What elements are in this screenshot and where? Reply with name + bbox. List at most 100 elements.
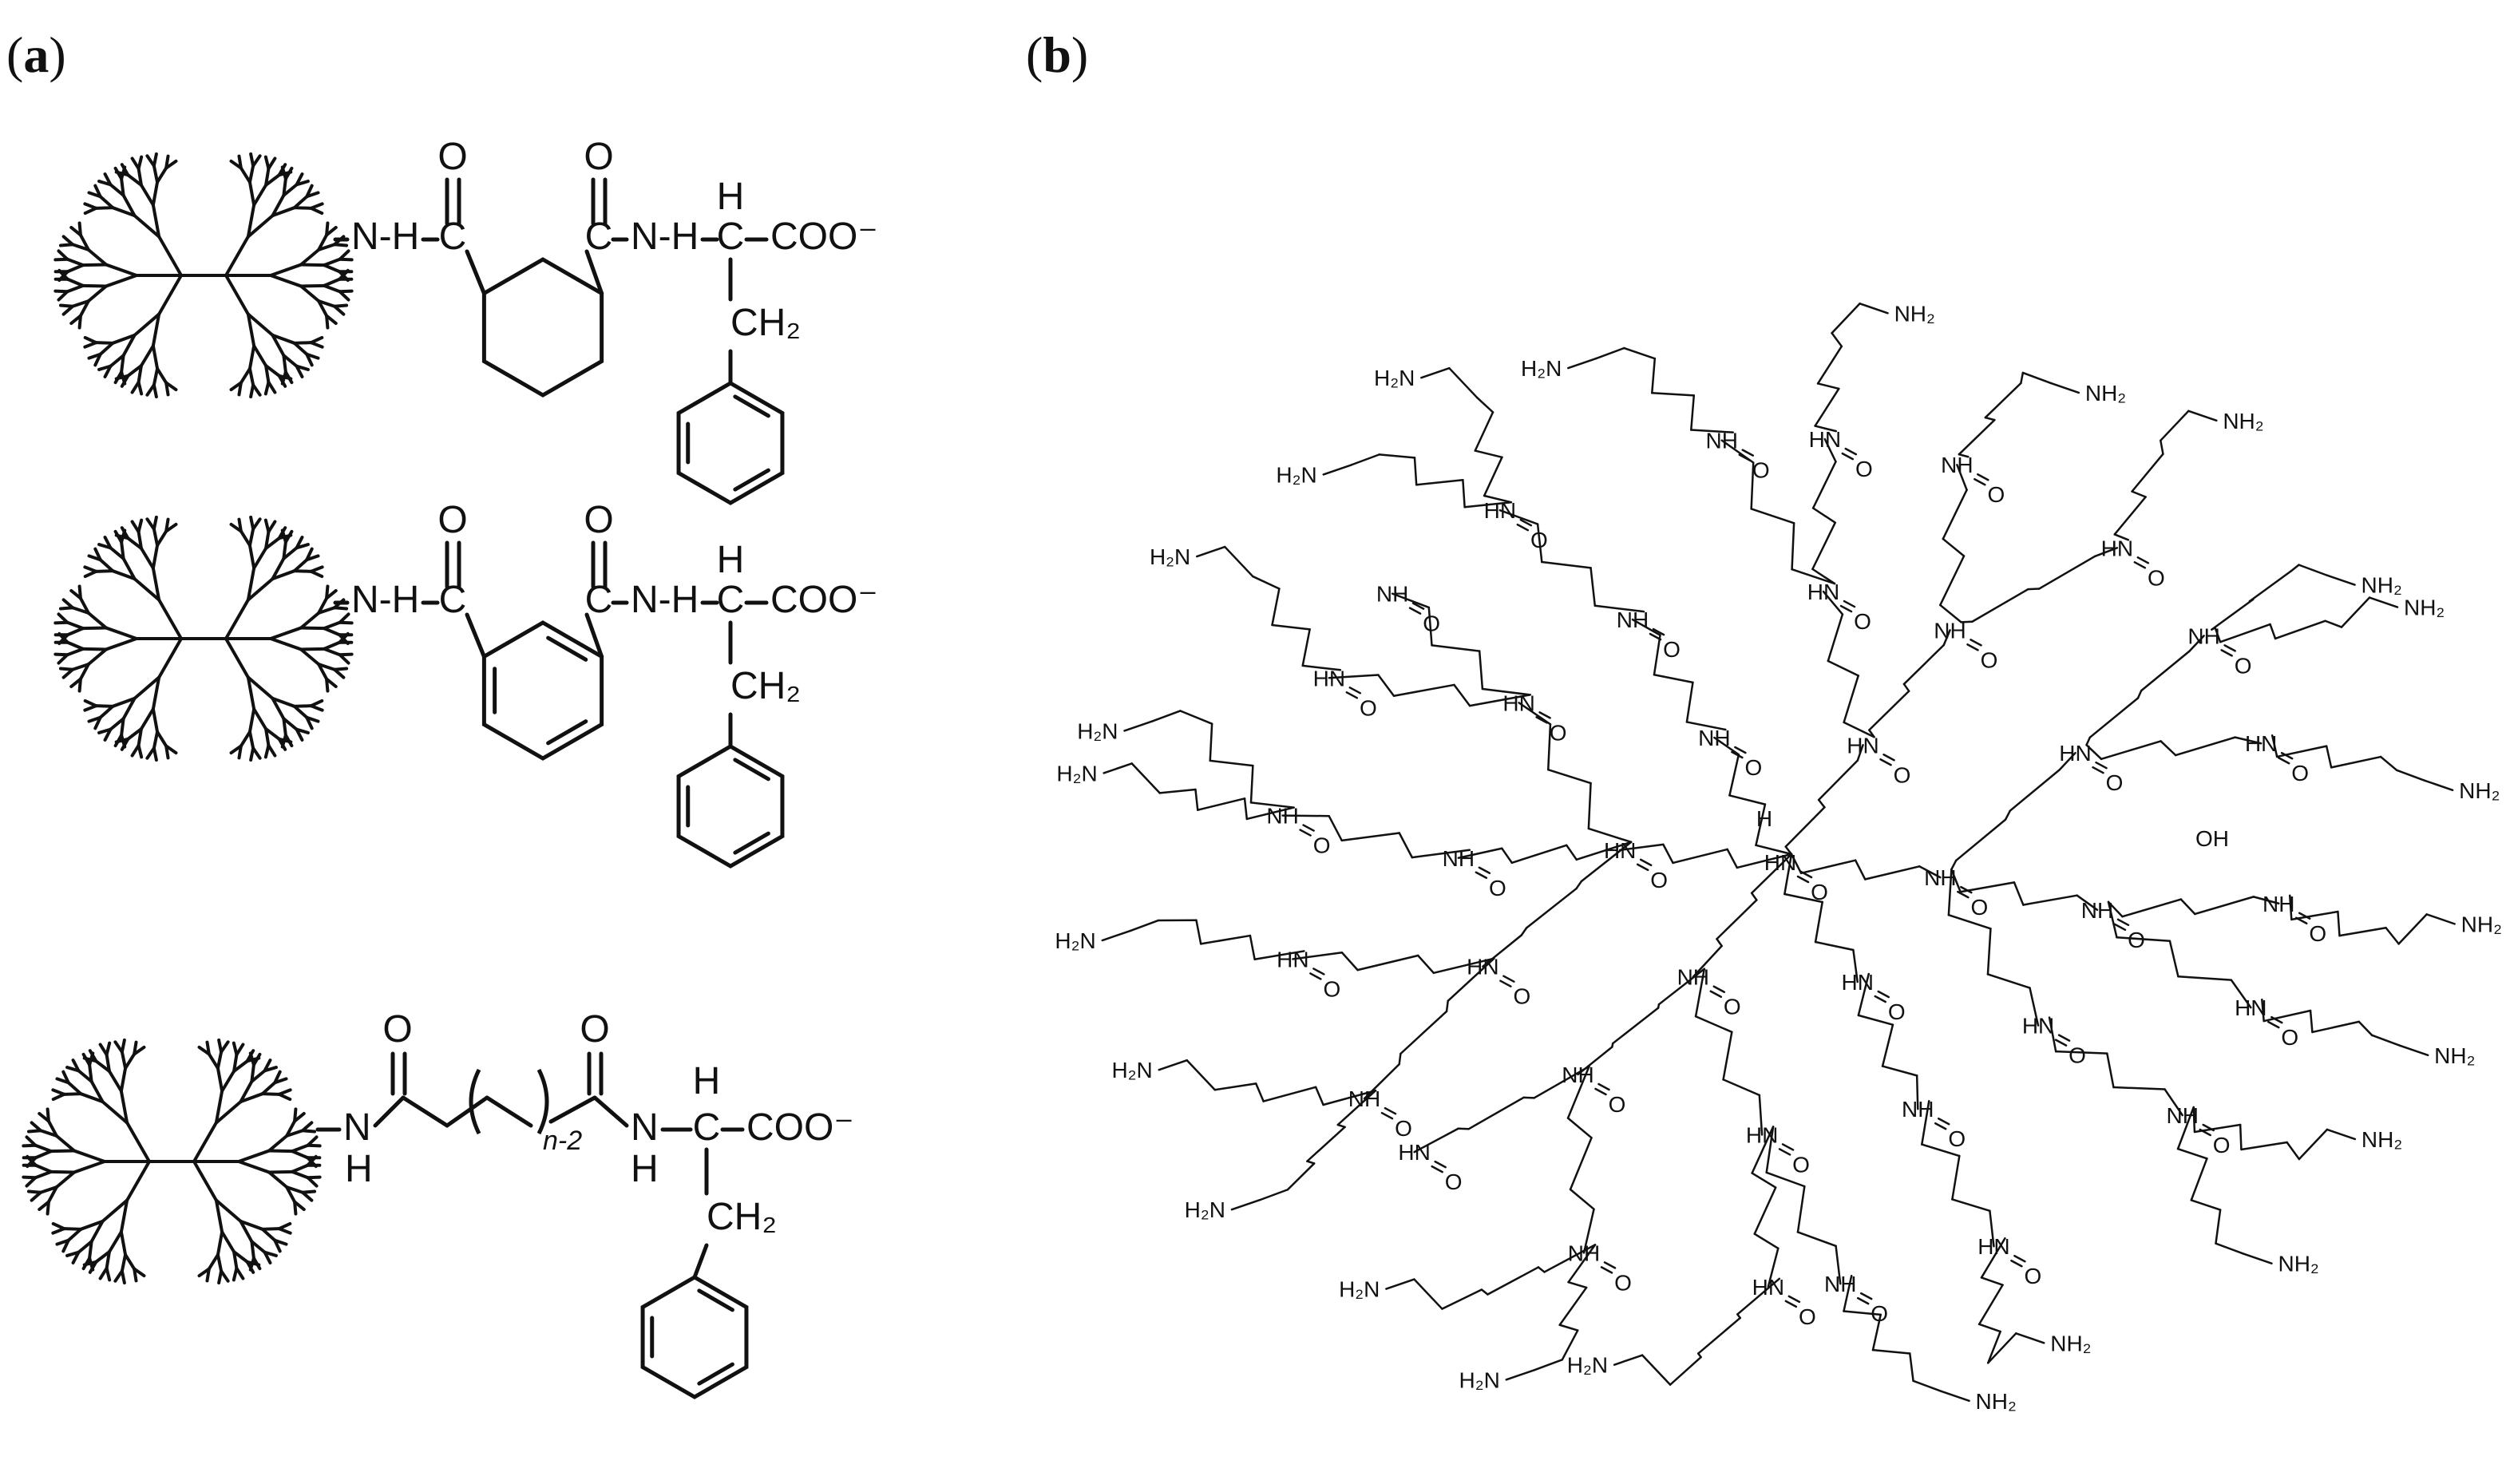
carbonyl-bond — [2199, 1128, 2211, 1137]
side-chain-bond — [1258, 1188, 1289, 1201]
backbone-bond — [1336, 1089, 1377, 1126]
dendron-branch — [65, 620, 85, 631]
backbone-bond — [1831, 332, 1843, 348]
amide-group-label: NH — [1562, 1063, 1593, 1087]
dendron-branch — [81, 283, 108, 288]
carbonyl-oxygen-label: O — [1724, 995, 1741, 1019]
dendron-branch — [325, 588, 338, 600]
dendron-branch — [66, 1227, 83, 1242]
backbone-bond — [1921, 1143, 1961, 1158]
dendron-branch — [79, 1219, 105, 1231]
dendron-branch — [152, 515, 158, 531]
carbonyl-carbon-label: C — [439, 579, 467, 621]
carbonyl-bond — [2057, 1034, 2071, 1042]
dendron-branch — [292, 195, 309, 210]
backbone-bond — [2330, 755, 2382, 769]
backbone-bond — [1902, 683, 1910, 692]
dendron-branch — [109, 546, 125, 560]
dendron-branch — [151, 312, 161, 348]
dendron-branch — [293, 1111, 306, 1123]
carbonyl-oxygen-label: O — [1981, 647, 1998, 672]
dendron-branch — [120, 1038, 126, 1054]
dendron-branch — [104, 274, 138, 288]
backbone-bond — [1871, 1348, 1911, 1355]
dendron-branch — [271, 333, 296, 345]
backbone-bond — [1843, 1310, 1882, 1316]
carbonyl-bond — [1784, 1300, 1798, 1308]
amine-group-label: NH₂ — [2434, 1043, 2475, 1068]
ring-attachment-bond — [584, 612, 604, 659]
dendron-branch — [317, 243, 337, 251]
dendron-branch — [267, 1134, 289, 1153]
carbonyl-bond — [1960, 885, 1973, 894]
backbone-bond — [1947, 868, 1953, 916]
backbone-bond — [1755, 803, 1767, 847]
dendron-branch — [247, 366, 255, 387]
backbone-bond — [1416, 954, 1435, 975]
amide-n-label: N — [631, 1106, 659, 1149]
dendron-branch — [156, 366, 168, 385]
backbone-bond — [2309, 1009, 2314, 1034]
dendron-branch — [323, 620, 342, 631]
backbone-bond — [2131, 490, 2147, 498]
backbone-bond — [1328, 674, 1380, 679]
backbone-bond — [1986, 1330, 2001, 1364]
backbone-bond — [2324, 619, 2343, 628]
carboxylate-label: COO⁻ — [770, 579, 878, 621]
dendron-branch — [249, 383, 255, 399]
carbonyl-oxygen-label: O — [1871, 1301, 1888, 1326]
backbone-bond — [1254, 1082, 1265, 1102]
carbonyl-oxygen-label: O — [584, 136, 613, 178]
dendron-branch — [299, 647, 321, 667]
backbone-bond — [1575, 880, 1583, 890]
backbone-bond — [1814, 940, 1855, 952]
amide-group-label: HN — [1842, 970, 1874, 995]
amide-group-label: HN — [2059, 741, 2091, 766]
dendron-branch — [65, 627, 85, 637]
dendron-branch — [246, 214, 275, 239]
dendron-branch — [88, 1049, 98, 1063]
backbone-bond — [1457, 1127, 1470, 1130]
carbonyl-oxygen-label: O — [1360, 695, 1377, 720]
amine-group-label: NH₂ — [2278, 1252, 2318, 1276]
dendron-branch — [323, 277, 342, 287]
dendron-branch — [271, 569, 296, 581]
dendron-branch — [271, 696, 296, 708]
amide-group-label: HN — [2235, 995, 2266, 1020]
dendron-branch — [317, 606, 337, 615]
side-chain-bond — [2326, 1128, 2357, 1141]
backbone-bond — [1520, 927, 1528, 936]
backbone-bond — [1942, 537, 1966, 557]
dendron-branch — [53, 289, 69, 294]
panel-a-paren-open: ( — [6, 26, 24, 83]
dendron-branch — [88, 1240, 93, 1260]
dendron-branch — [120, 526, 130, 540]
backbone-bond — [1253, 950, 1305, 961]
backbone-bond — [1814, 425, 1838, 433]
carbonyl-oxygen-label: O — [1811, 880, 1828, 904]
backbone-bond — [1328, 814, 1343, 842]
backbone-bond — [2179, 898, 2196, 916]
dendron-branch — [192, 1121, 218, 1163]
dendron-branch — [145, 383, 156, 397]
dendron-branch — [239, 166, 251, 184]
dendron-branch — [323, 640, 342, 651]
backbone-bond — [2288, 894, 2293, 921]
carbonyl-oxygen-label: O — [2106, 770, 2124, 795]
dendron-branch — [333, 243, 349, 247]
carbonyl-bond — [1974, 477, 1986, 486]
backbone-bond — [1631, 618, 1661, 636]
backbone-bond — [2338, 927, 2387, 937]
backbone-bond — [1984, 416, 1996, 421]
dendron-branch — [306, 1176, 319, 1188]
backbone-bond — [1959, 881, 2016, 893]
dendron-branch — [156, 730, 168, 748]
amide-group-label: HN — [1484, 498, 1516, 523]
backbone-bond — [1755, 844, 1793, 856]
amine-group-label: NH₂ — [2459, 778, 2500, 803]
backbone-bond — [1392, 683, 1455, 697]
carbonyl-oxygen-label: O — [1799, 1304, 1816, 1329]
backbone-bond — [1306, 1160, 1316, 1165]
